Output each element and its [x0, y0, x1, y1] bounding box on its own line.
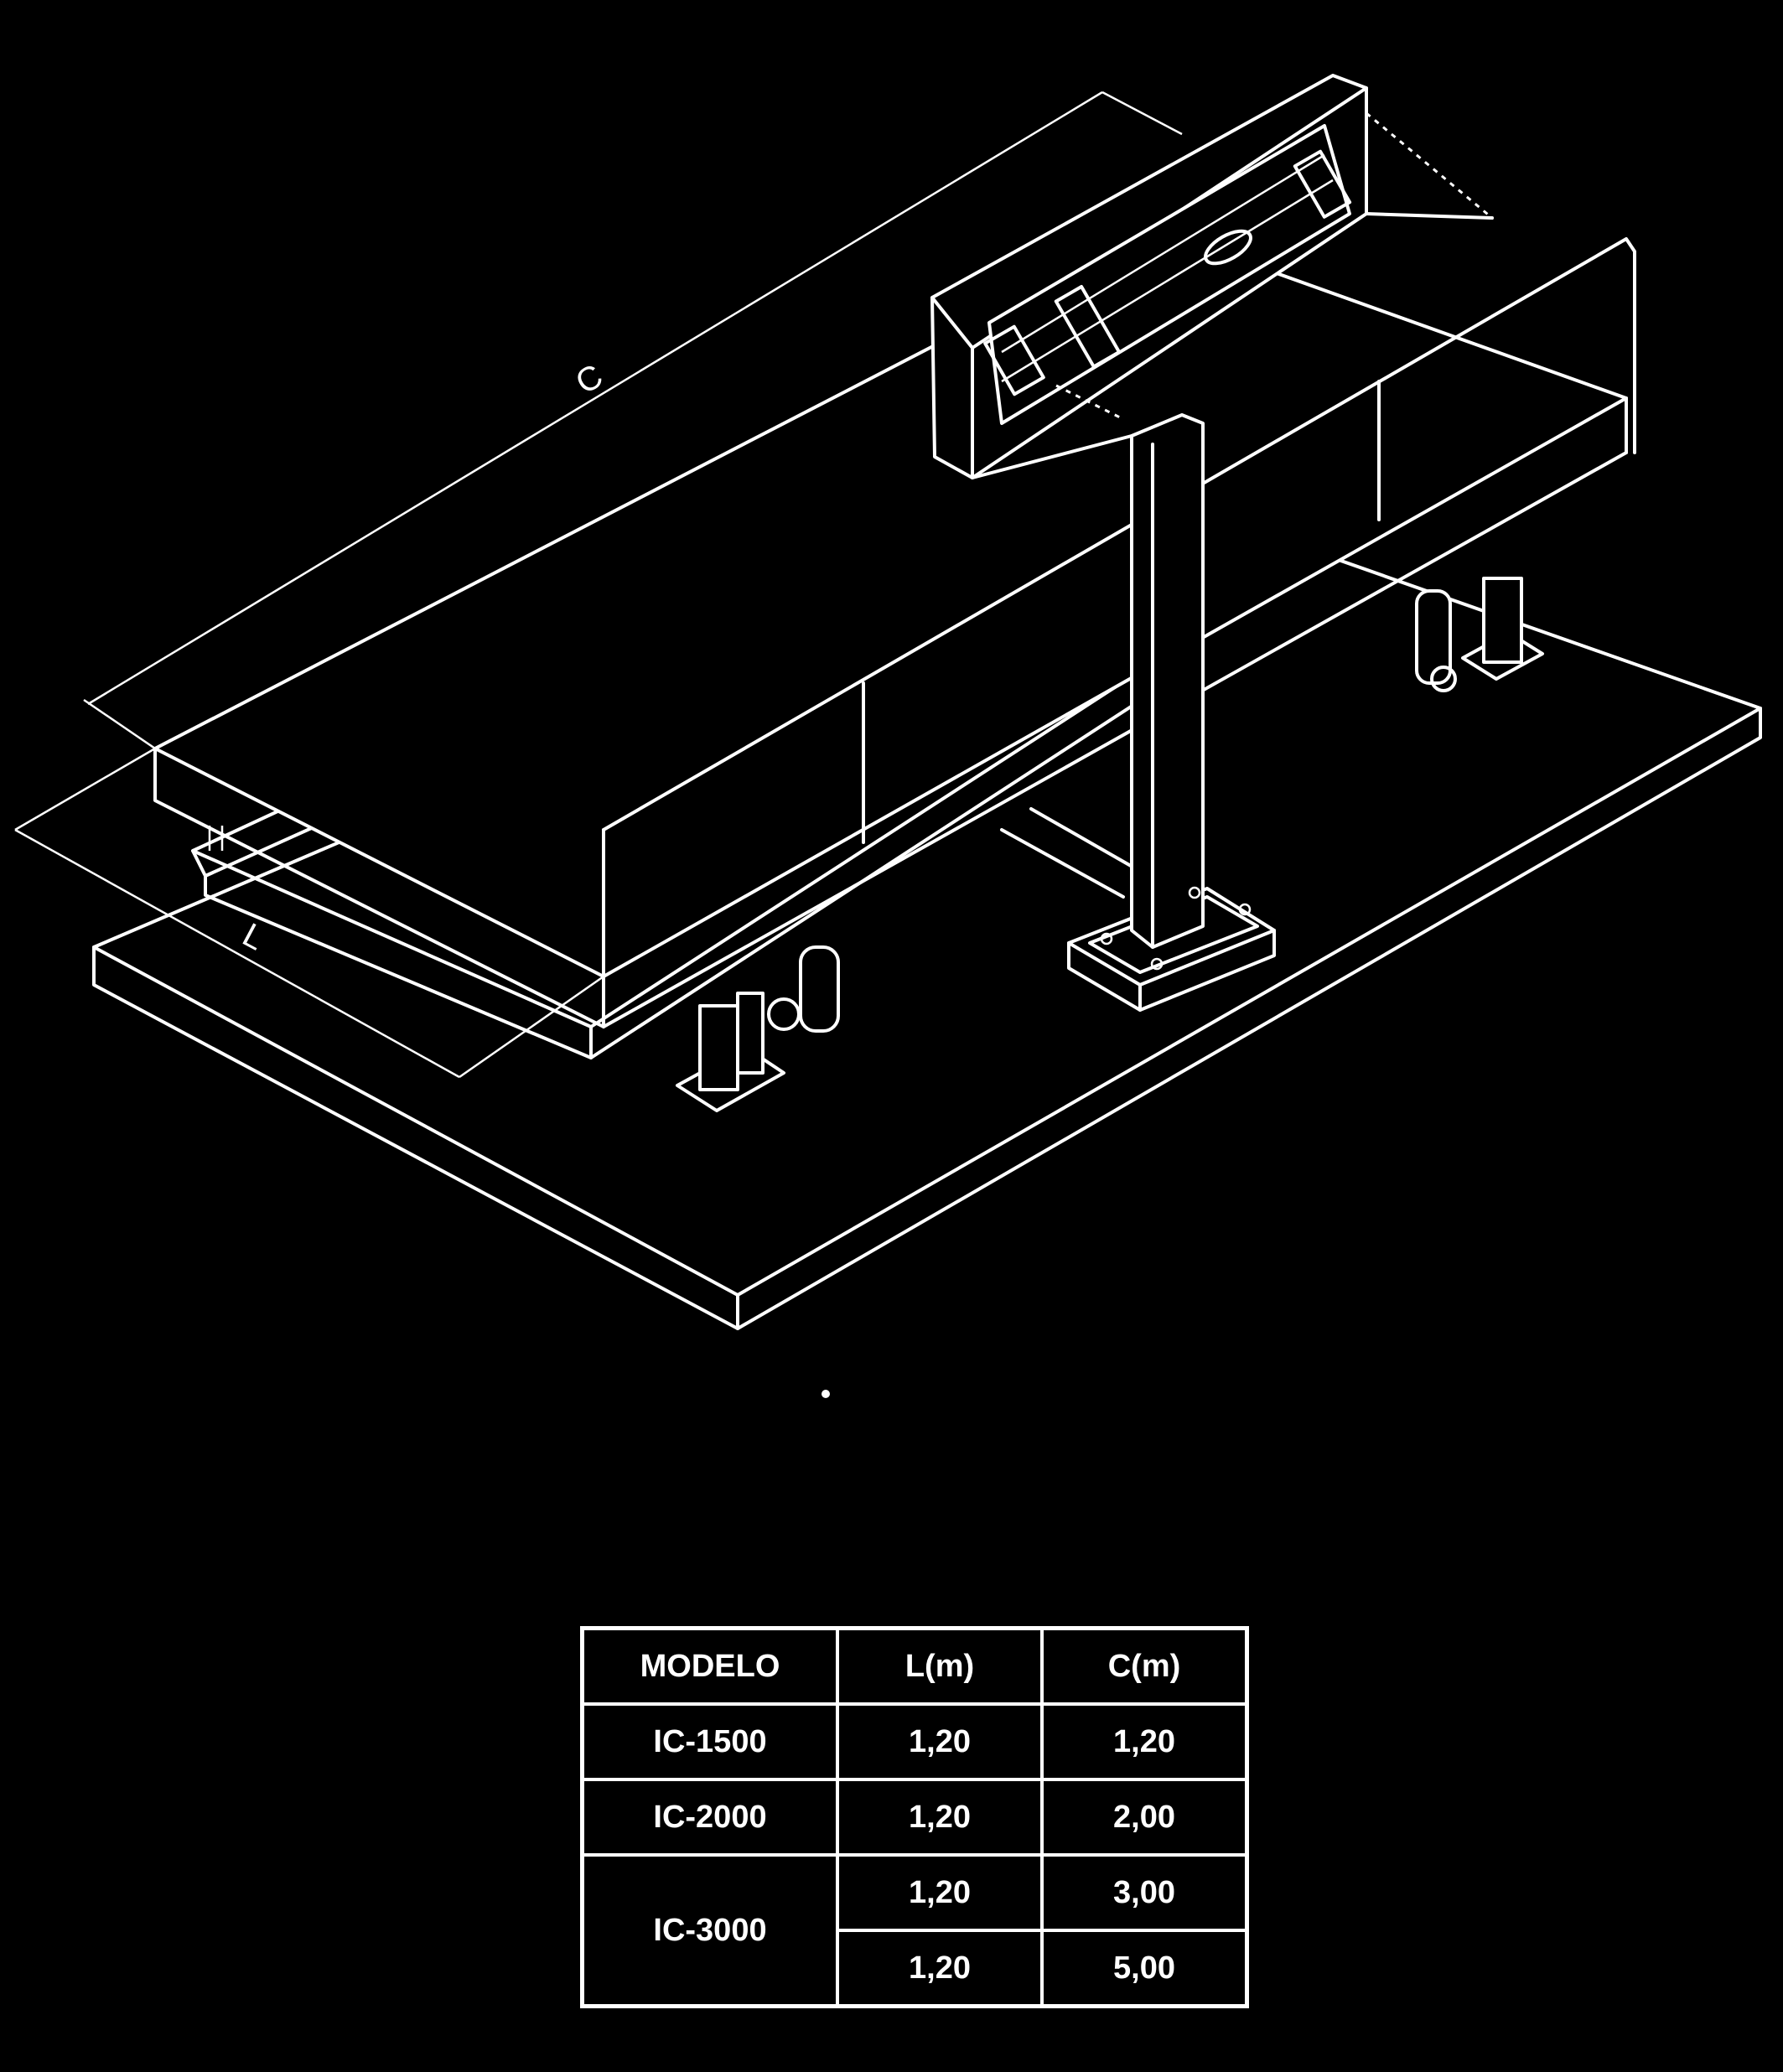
table-header-row: MODELO L(m) C(m) — [580, 1626, 1249, 1706]
cell-c: 2,00 — [1040, 1778, 1249, 1857]
load-cell-rear — [1415, 577, 1544, 692]
column-header-modelo: MODELO — [580, 1626, 839, 1706]
cell-c: 5,00 — [1040, 1929, 1249, 2008]
model-dimensions-table: MODELO L(m) C(m) IC-1500 1,20 1,20 IC-20… — [580, 1626, 1249, 2008]
table-row: 1,20 5,00 — [583, 1929, 1249, 2008]
cell-l: 1,20 — [836, 1778, 1044, 1857]
cell-l: 1,20 — [836, 1929, 1044, 2008]
platform-deck — [153, 229, 1636, 1028]
dimension-c-label: C — [570, 357, 609, 401]
table-row: IC-3000 1,20 3,00 — [580, 1853, 1249, 2008]
table-row: IC-1500 1,20 1,20 — [580, 1702, 1249, 1781]
stray-dot — [822, 1390, 830, 1398]
cell-c: 3,00 — [1040, 1853, 1249, 1932]
indicator-head — [930, 74, 1494, 479]
cell-modelo: IC-1500 — [580, 1702, 839, 1781]
table-row: IC-2000 1,20 2,00 — [580, 1778, 1249, 1857]
indicator-column — [1067, 413, 1276, 1012]
cell-l: 1,20 — [836, 1702, 1044, 1781]
load-cell-front — [676, 945, 840, 1112]
cell-modelo: IC-2000 — [580, 1778, 839, 1857]
column-header-l: L(m) — [836, 1626, 1044, 1706]
column-header-c: C(m) — [1040, 1626, 1249, 1706]
cell-c: 1,20 — [1040, 1702, 1249, 1781]
cell-modelo: IC-3000 — [580, 1853, 839, 2008]
cell-l: 1,20 — [836, 1853, 1044, 1932]
